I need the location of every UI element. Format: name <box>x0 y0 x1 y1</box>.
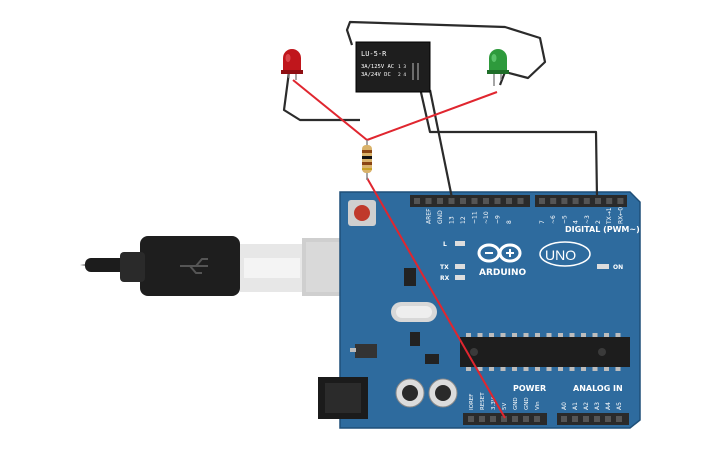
analog-pin-label: A5 <box>616 402 623 410</box>
arduino-wordmark: ARDUINO <box>479 268 527 278</box>
voltage-regulator <box>355 344 377 358</box>
power-pin-label: RESET <box>480 392 486 410</box>
power-pin-label: 5V <box>502 403 508 410</box>
usb-symbol-icon <box>180 258 208 274</box>
analog-pin-label: A1 <box>572 402 579 410</box>
digital-pin-label: ~9 <box>495 215 502 224</box>
digital-pin-label: 13 <box>449 216 456 224</box>
led-tx-label: TX <box>440 264 449 271</box>
digital-pin-label: ~10 <box>483 211 490 224</box>
black-wires[interactable] <box>282 20 599 199</box>
arduino-uno-board[interactable]: AREF GND 13 12 ~11 ~10 ~9 8 7 ~6 ~5 4 ~3 2 TX→1 RX←0 DI… <box>318 191 641 429</box>
wire-resistor-to-5v[interactable] <box>366 177 506 419</box>
led-rx-label: RX <box>440 275 450 282</box>
relay-rating-dc: 3A/24V DC <box>361 72 391 78</box>
led-l <box>455 241 465 246</box>
digital-pin-label: 2 <box>595 220 602 224</box>
relay-rating-ac: 3A/125V AC <box>361 64 394 70</box>
analog-pin-label: A3 <box>594 402 601 410</box>
led-on-label: ON <box>613 264 623 271</box>
analog-label: ANALOG IN <box>573 384 623 393</box>
relay[interactable]: LU-5-R 3A/125V AC 3A/24V DC 1 3 2 4 <box>355 41 431 93</box>
wire-green-led-anode[interactable] <box>366 91 498 141</box>
digital-pin-label: 4 <box>573 220 580 224</box>
power-pin-label: 3.3V <box>491 397 497 410</box>
power-label: POWER <box>513 384 546 393</box>
wire-relay-to-green-led[interactable] <box>345 20 547 86</box>
digital-pin-label: ~6 <box>550 215 557 224</box>
digital-pin-label: 12 <box>460 216 467 224</box>
digital-pwm-label: DIGITAL (PWM~) <box>565 225 640 234</box>
relay-pins-bottom: 2 4 <box>398 72 406 78</box>
wire-relay-to-gnd[interactable] <box>428 89 454 199</box>
analog-pin-label: A4 <box>605 402 612 410</box>
digital-pin-label: ~3 <box>584 215 591 224</box>
usb-chip <box>404 268 416 286</box>
power-pin-label: Vin <box>535 401 541 410</box>
wire-relay-to-pin2[interactable] <box>418 87 599 199</box>
red-wires[interactable] <box>292 79 506 419</box>
digital-pin-label: ~11 <box>472 211 479 224</box>
red-led[interactable] <box>281 49 303 80</box>
resistor[interactable] <box>362 140 372 180</box>
relay-pins-top: 1 3 <box>398 64 406 70</box>
led-tx <box>455 264 465 269</box>
digital-pin-label: ~5 <box>561 215 568 224</box>
digital-pin-label: AREF <box>426 208 433 224</box>
digital-pin-label: 7 <box>539 220 546 224</box>
reset-button-cap[interactable] <box>354 205 370 221</box>
usb-cable[interactable] <box>80 236 378 296</box>
uno-badge <box>539 241 591 267</box>
digital-pin-label: TX→1 <box>606 207 613 225</box>
green-led[interactable] <box>487 49 509 86</box>
digital-pin-label: GND <box>437 210 444 224</box>
relay-part-number: LU-5-R <box>361 50 387 58</box>
transistor <box>425 354 439 364</box>
arduino-logo-icon <box>477 243 522 263</box>
power-pin-label: IOREF <box>469 394 475 410</box>
digital-header-right[interactable] <box>535 195 627 207</box>
uno-label: UNO <box>545 247 576 263</box>
wire-red-led-anode[interactable] <box>292 79 368 141</box>
led-l-label: L <box>443 241 447 248</box>
led-on <box>597 264 609 269</box>
led-rx <box>455 275 465 280</box>
analog-pin-label: A2 <box>583 402 590 410</box>
power-pin-label: GND <box>524 397 530 410</box>
digital-pin-label: 8 <box>506 220 513 224</box>
analog-pin-label: A0 <box>561 402 568 410</box>
small-chip <box>410 332 420 346</box>
power-pin-label: GND <box>513 397 519 410</box>
digital-pin-label: RX←0 <box>617 207 624 224</box>
wire-red-led-cathode[interactable] <box>282 71 360 122</box>
